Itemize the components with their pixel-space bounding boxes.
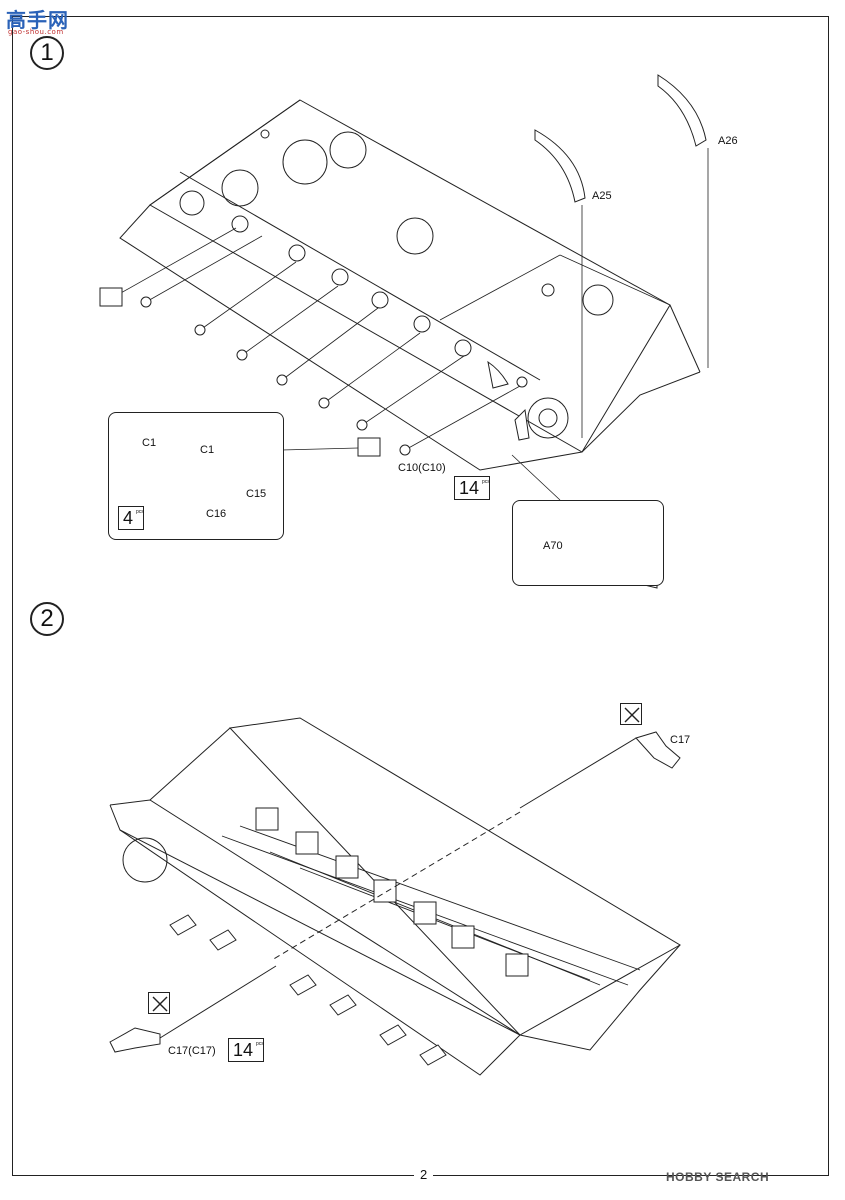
- step2-hull: [109, 717, 681, 1076]
- qty-unit: pcs: [482, 479, 490, 485]
- logo-text: 高手网: [6, 8, 69, 32]
- step1-quantity-badge: 14 pcs: [454, 476, 491, 500]
- detail-callout-idler: [512, 500, 664, 586]
- qty-unit: pcs: [136, 509, 144, 515]
- label-a25: A25: [592, 190, 612, 202]
- cut-tool-icon-bottom: [148, 992, 170, 1014]
- label-c17-top: C17: [670, 734, 691, 746]
- step-2-number: 2: [30, 602, 64, 636]
- step2-quantity-badge: 14 pcs: [228, 1038, 265, 1062]
- detail-quantity-badge: 4 pcs: [118, 506, 145, 530]
- cut-tool-icon-top: [620, 703, 642, 725]
- qty-count: 14: [459, 478, 480, 498]
- step-1-number: 1: [30, 36, 64, 70]
- label-c17-bottom: C17(C17): [168, 1045, 216, 1057]
- label-c1-left: C1: [142, 437, 157, 449]
- qty-unit: pcs: [256, 1041, 264, 1047]
- site-logo: 高手网 gao-shou.com: [4, 4, 74, 38]
- step1-hull: [119, 99, 701, 471]
- watermark: HOBBY SEARCH: [666, 1170, 770, 1184]
- label-a26: A26: [718, 135, 738, 147]
- qty-count: 14: [233, 1040, 254, 1060]
- label-c15: C15: [246, 488, 267, 500]
- label-a70: A70: [543, 540, 563, 552]
- label-c1-right: C1: [200, 444, 215, 456]
- step1-bushings: [140, 296, 411, 456]
- label-c16: C16: [206, 508, 227, 520]
- logo-url: gao-shou.com: [8, 28, 64, 36]
- page-number: 2: [414, 1167, 434, 1182]
- qty-count: 4: [123, 508, 134, 528]
- label-c10: C10(C10): [398, 462, 446, 474]
